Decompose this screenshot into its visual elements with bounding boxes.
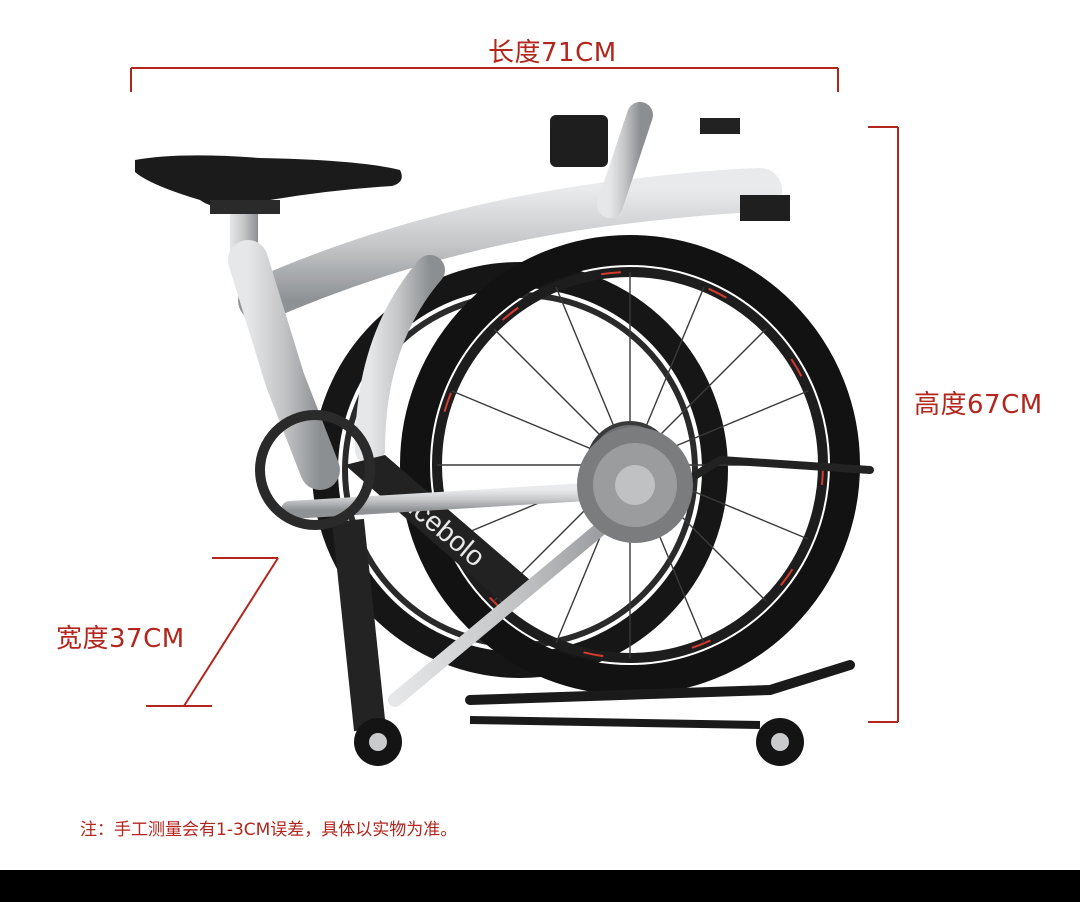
handlebar-clamp bbox=[740, 195, 790, 221]
rear-rack bbox=[465, 660, 855, 729]
width-label: 宽度37CM bbox=[56, 624, 185, 654]
length-label: 长度71CM bbox=[488, 38, 617, 68]
saddle bbox=[135, 155, 402, 214]
width-dimension-line bbox=[146, 557, 279, 707]
bottom-bar bbox=[0, 870, 1080, 902]
cassette bbox=[577, 427, 693, 543]
chainstay bbox=[281, 481, 629, 519]
down-tube bbox=[355, 255, 445, 465]
seat-tube-lower bbox=[332, 518, 386, 732]
rear-stay bbox=[388, 493, 642, 707]
transport-wheel-left bbox=[354, 718, 402, 766]
main-frame-tube bbox=[238, 168, 782, 322]
handlebar-grip bbox=[550, 115, 608, 167]
height-label: 高度67CM bbox=[914, 390, 1043, 420]
seat-tube bbox=[228, 240, 340, 490]
measurement-note: 注：手工测量会有1-3CM误差，具体以实物为准。 bbox=[80, 820, 458, 840]
height-dimension-line bbox=[868, 126, 899, 723]
folded-bike-illustration: ricebolo bbox=[130, 67, 899, 766]
transport-wheel-right bbox=[756, 718, 804, 766]
brake-lever bbox=[700, 118, 740, 134]
hinge-plate bbox=[345, 455, 530, 605]
chainring bbox=[255, 410, 375, 530]
length-dimension-line bbox=[130, 67, 839, 92]
handlebar-stem bbox=[597, 102, 653, 218]
product-photo: ricebolo 长度71CM 高度67CM 宽度37 bbox=[56, 38, 1043, 840]
